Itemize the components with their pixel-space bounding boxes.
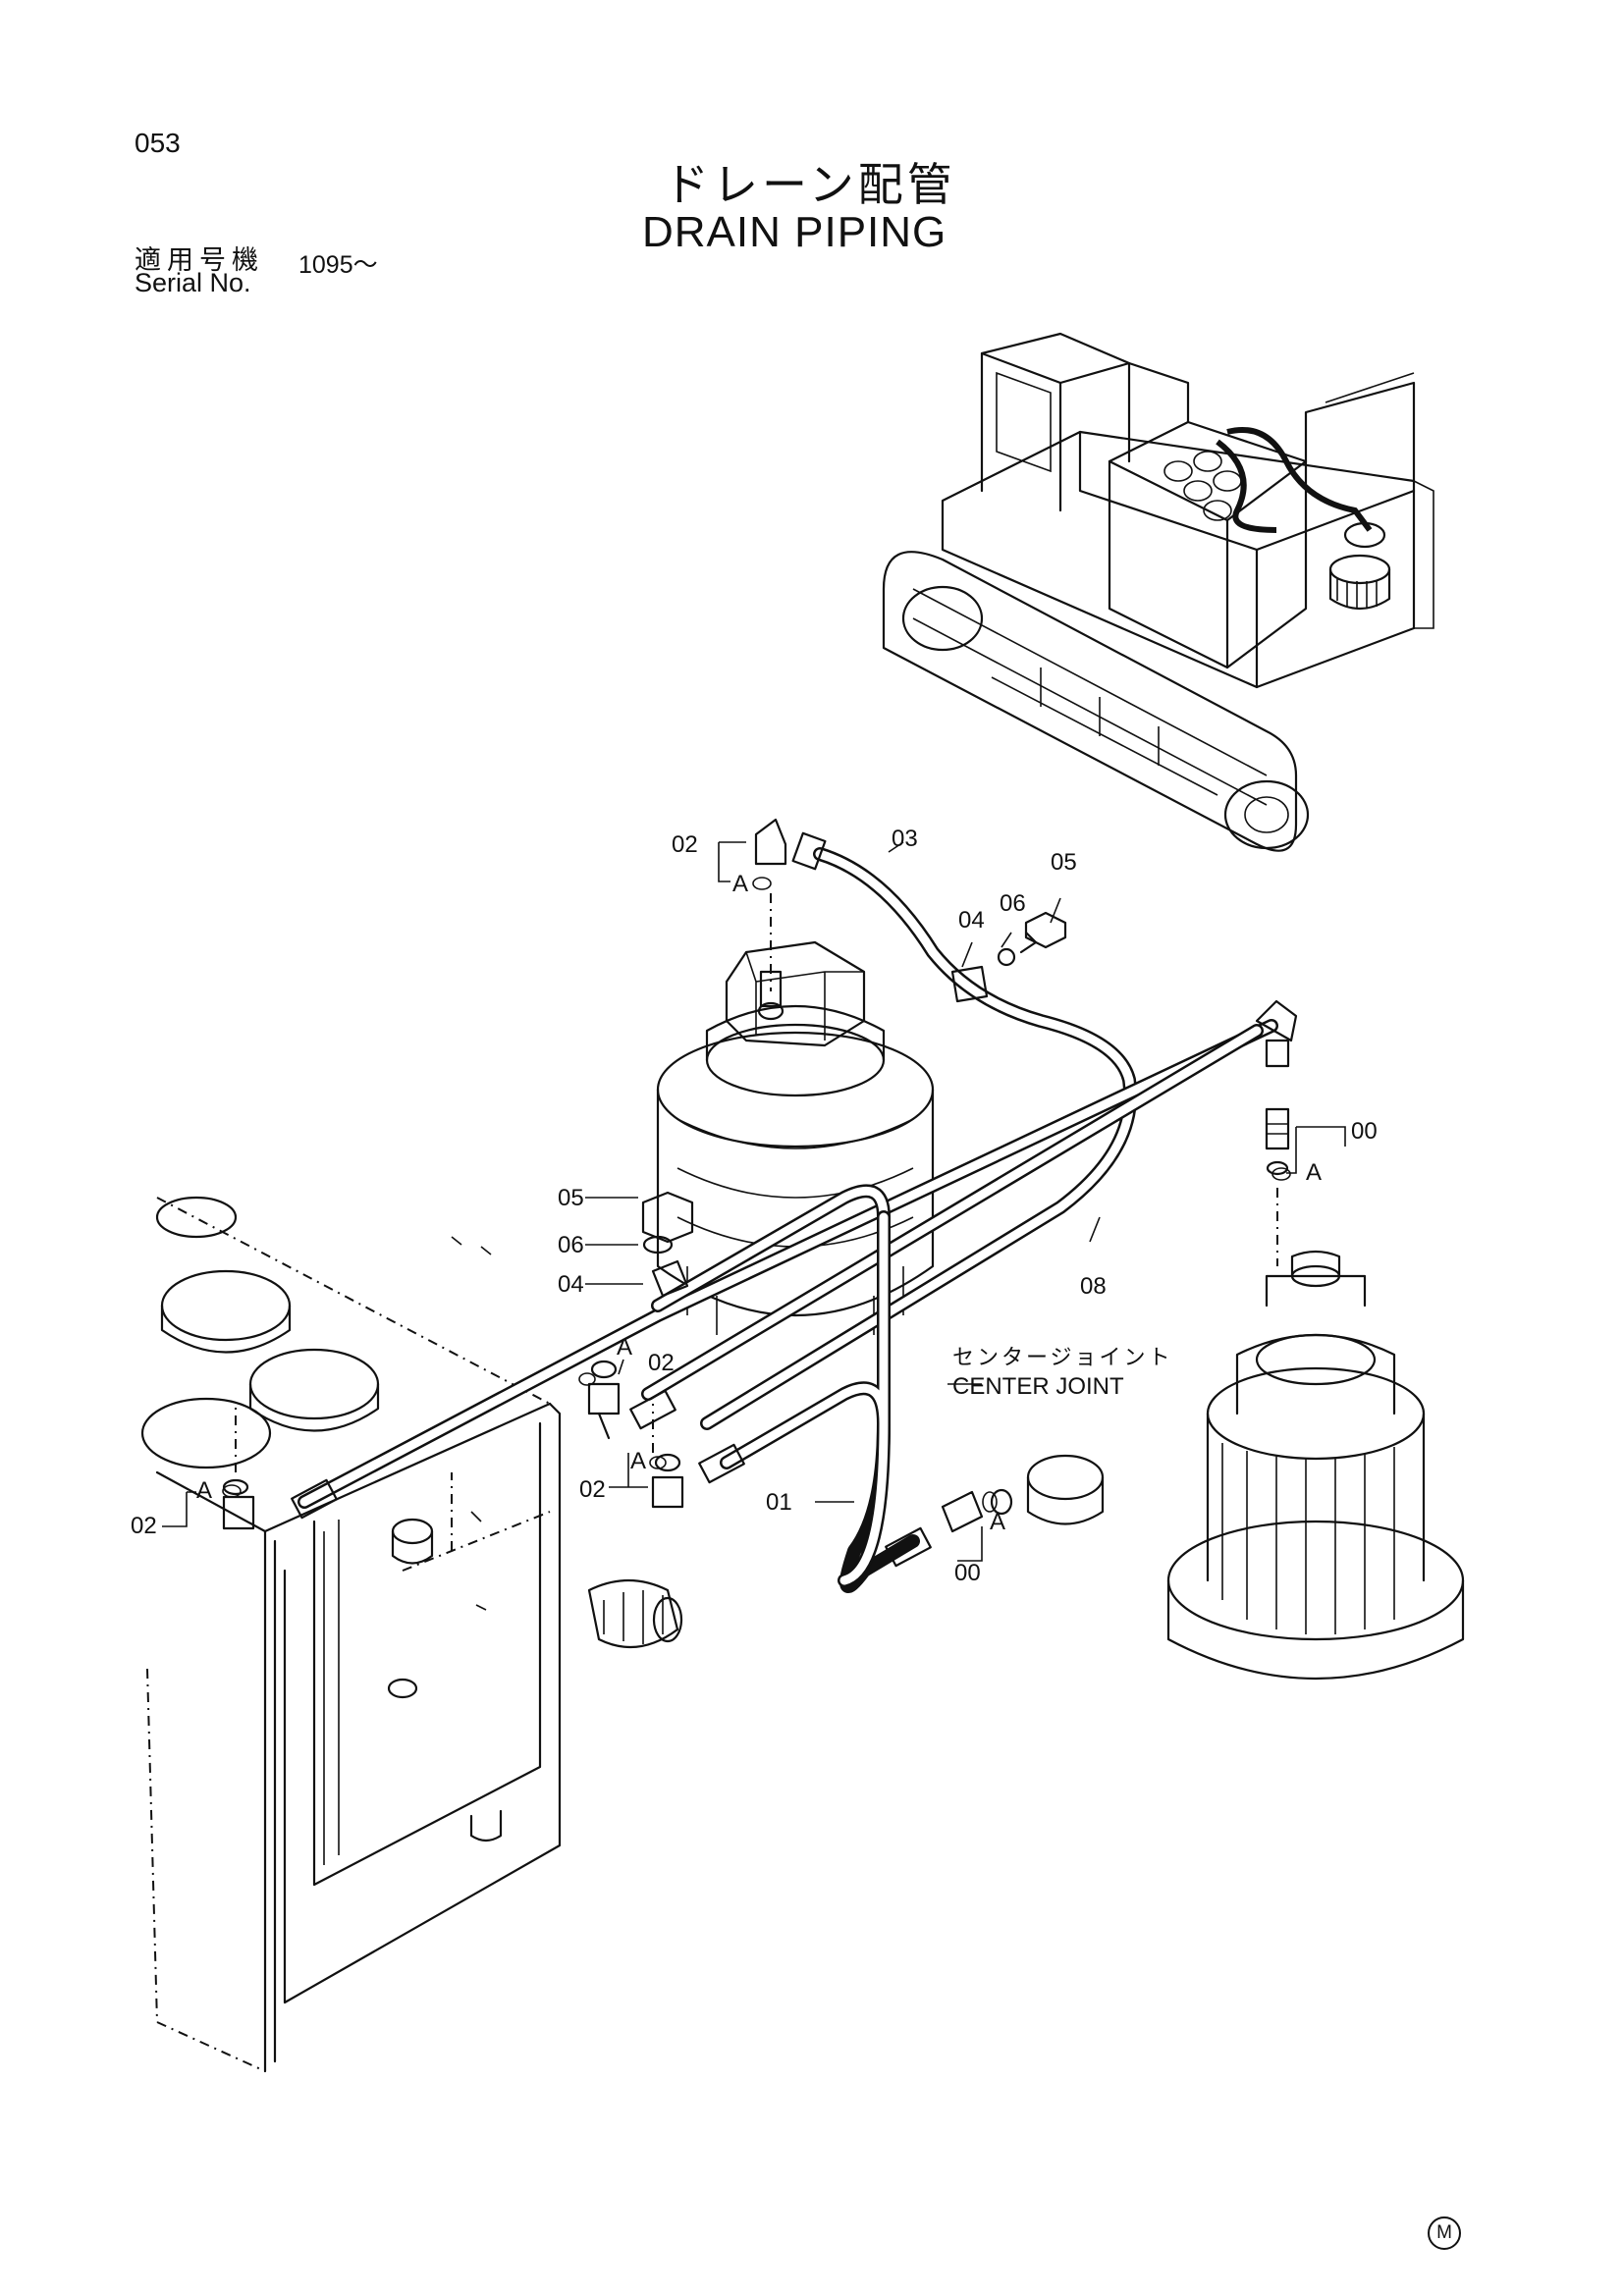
o-ring-symbols	[222, 877, 1291, 1513]
page-number: 053	[135, 128, 181, 158]
callout-02-top: 02	[672, 831, 698, 858]
title-japanese: ドレーン配管	[664, 158, 956, 211]
center-joint-illustration	[1166, 1250, 1465, 1680]
serial-label-english: Serial No.	[135, 268, 251, 297]
title-english: DRAIN PIPING	[642, 208, 947, 256]
excavator-overview-illustration	[882, 332, 1434, 852]
callout-04-left: 04	[558, 1271, 584, 1298]
main-frame-illustration	[140, 1196, 683, 2073]
callout-05-right: 05	[1051, 849, 1077, 876]
serial-label-japanese: 適用号機	[135, 245, 264, 276]
callout-03: 03	[892, 826, 918, 852]
callout-labels: 02 A 03 04 06 05 00 A 05 06 04 08 A 02 A…	[131, 826, 1378, 1586]
callout-a-top: A	[732, 871, 748, 897]
callout-02-mid: 02	[648, 1350, 675, 1376]
callout-06-left: 06	[558, 1232, 584, 1258]
callout-a-left: A	[196, 1477, 212, 1504]
callout-a-right: A	[1306, 1159, 1322, 1186]
center-joint-label-english: CENTER JOINT	[952, 1373, 1124, 1400]
callout-02-mid2: 02	[579, 1476, 606, 1503]
callout-a-mid: A	[617, 1334, 632, 1361]
callout-01: 01	[766, 1489, 792, 1516]
callout-08: 08	[1080, 1273, 1107, 1300]
leader-lines	[162, 841, 1346, 1572]
callout-04-right: 04	[958, 907, 985, 934]
callout-a-mid2: A	[630, 1448, 646, 1474]
callout-05-left: 05	[558, 1185, 584, 1211]
fittings	[222, 818, 1298, 1568]
serial-number-value: 1095～	[298, 251, 378, 279]
callout-a-bottom: A	[990, 1509, 1005, 1535]
callout-06-right: 06	[1000, 890, 1026, 917]
drain-hoses	[298, 847, 1278, 1593]
center-joint-label-japanese: センタージョイント	[952, 1345, 1173, 1369]
callout-02-left: 02	[131, 1513, 157, 1539]
manufacturer-mark: M	[1428, 2216, 1461, 2250]
callout-00-bottom: 00	[954, 1560, 981, 1586]
callout-00-right: 00	[1351, 1118, 1378, 1145]
